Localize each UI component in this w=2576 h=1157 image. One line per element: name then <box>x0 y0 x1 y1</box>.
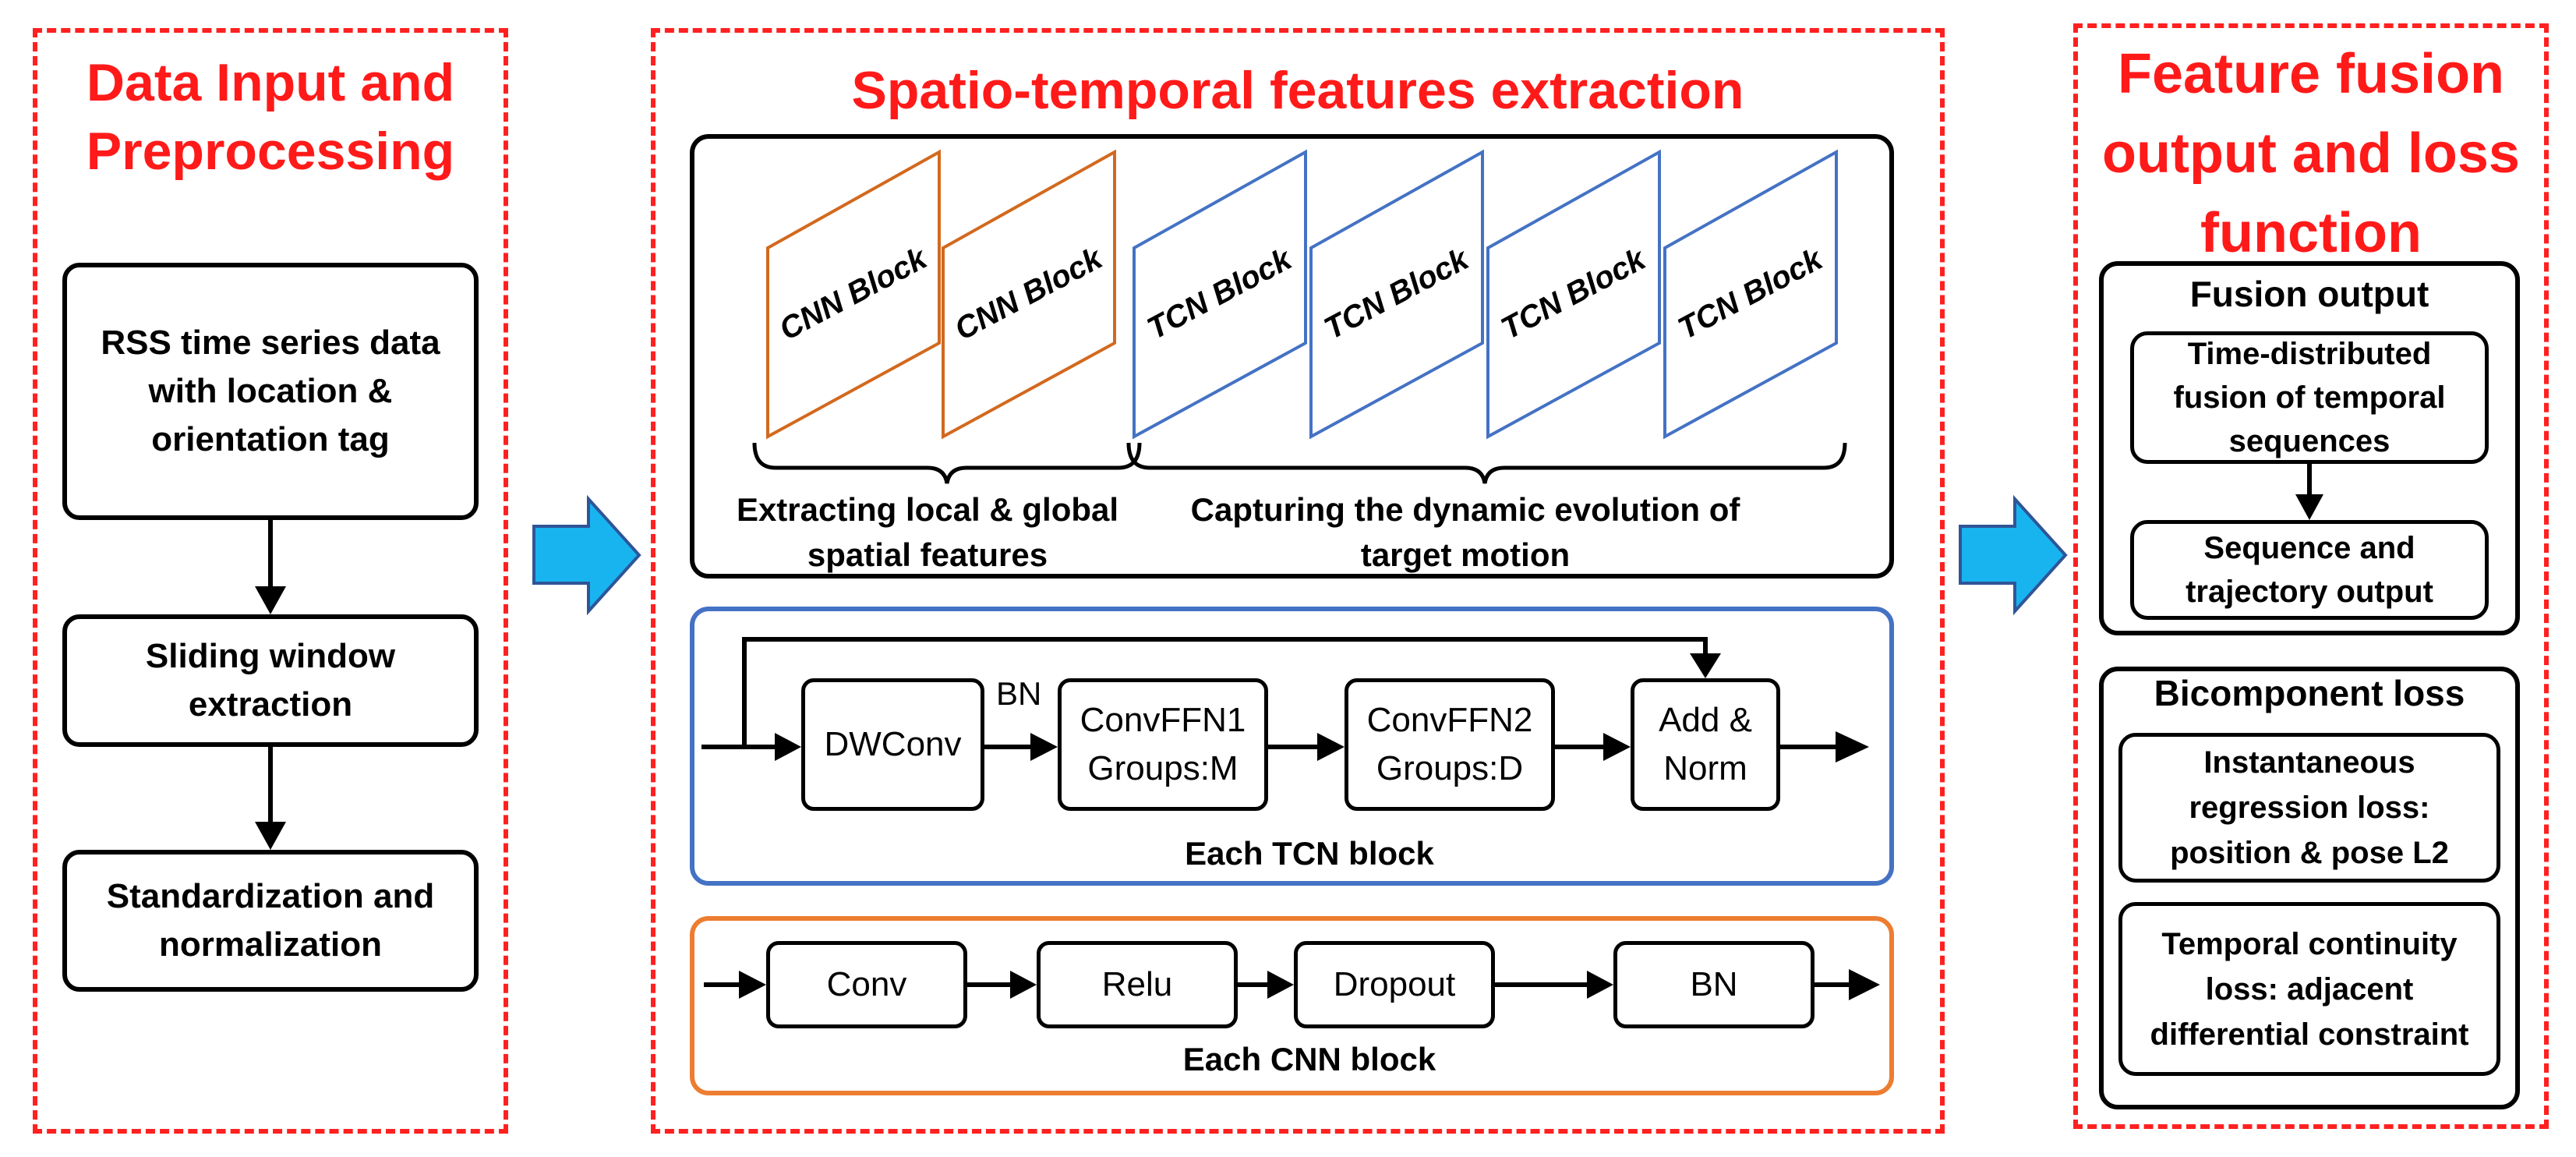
convffn1-box: ConvFFN1 Groups:M <box>1058 678 1268 811</box>
sliding-window-step: Sliding window extraction <box>62 614 479 747</box>
tcn-block-2: TCN Block <box>1309 149 1484 440</box>
fusion-output-heading: Fusion output <box>2189 274 2429 314</box>
tcn-brace <box>1126 442 1847 484</box>
fusion-output-group <box>2099 261 2520 635</box>
cnn-brace <box>752 442 1142 484</box>
sequence-output-box: Sequence and trajectory output <box>2130 520 2489 620</box>
relu-box: Relu <box>1037 941 1238 1028</box>
big-arrow-1 <box>532 494 641 616</box>
cnn-block-detail-container <box>690 916 1894 1095</box>
cnn-caption: Extracting local & global spatial featur… <box>736 491 1119 573</box>
feature-extraction-panel: Spatio-temporal features extraction <box>651 28 1945 1134</box>
standardization-step: Standardization and normalization <box>62 850 479 992</box>
left-flow-arrows <box>255 520 286 850</box>
convffn2-box: ConvFFN2 Groups:D <box>1345 678 1555 811</box>
fusion-output-panel: Feature fusion output and loss function <box>2073 23 2549 1129</box>
cnn-detail-arrows <box>704 969 1880 1000</box>
bicomponent-loss-heading: Bicomponent loss <box>2154 673 2465 713</box>
rss-data-step: RSS time series data with location & ori… <box>62 263 479 520</box>
dropout-box: Dropout <box>1294 941 1495 1028</box>
big-arrow-2 <box>1959 494 2068 616</box>
tcn-block-detail-container <box>690 607 1894 886</box>
tcn-detail-caption: Each TCN block <box>1185 835 1434 872</box>
time-distributed-fusion-box: Time-distributed fusion of temporal sequ… <box>2130 331 2489 464</box>
tcn-block-4: TCN Block <box>1663 149 1838 440</box>
tcn-caption: Capturing the dynamic evolution of targe… <box>1190 491 1740 573</box>
bn-label: BN <box>996 675 1042 712</box>
block-overview-container <box>690 134 1894 578</box>
feature-extraction-title: Spatio-temporal features extraction <box>851 61 1744 120</box>
data-input-panel: Data Input and Preprocessing <box>33 28 508 1134</box>
tcn-block-3: TCN Block <box>1486 149 1661 440</box>
data-input-title: Data Input and Preprocessing <box>86 53 455 181</box>
cnn-block-1: CNN Block <box>766 149 941 440</box>
cnn-block-2: CNN Block <box>942 149 1116 440</box>
bicomponent-loss-group <box>2099 667 2520 1109</box>
tcn-block-1: TCN Block <box>1133 149 1307 440</box>
fusion-output-title: Feature fusion output and loss function <box>2102 43 2520 264</box>
cnn-detail-caption: Each CNN block <box>1182 1041 1436 1077</box>
add-norm-box: Add & Norm <box>1631 678 1780 811</box>
regression-loss-box: Instantaneous regression loss: position … <box>2118 733 2500 883</box>
dwconv-box: DWConv <box>801 678 984 811</box>
continuity-loss-box: Temporal continuity loss: adjacent diffe… <box>2118 902 2500 1076</box>
tcn-detail-arrows <box>701 637 1869 762</box>
bn-box: BN <box>1613 941 1815 1028</box>
conv-box: Conv <box>766 941 967 1028</box>
fusion-arrow <box>2295 464 2323 520</box>
